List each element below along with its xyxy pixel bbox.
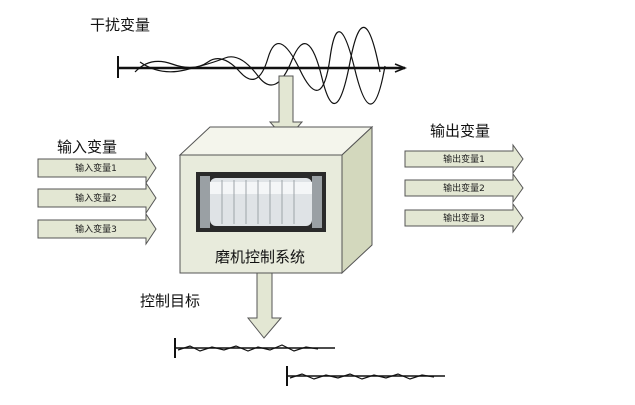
- output-arrow-2-label: 输出变量2: [443, 182, 485, 194]
- disturbance-label: 干扰变量: [90, 16, 151, 34]
- output-arrow-3-label: 输出变量3: [443, 212, 485, 224]
- input-arrow-1: 输入变量1: [37, 151, 157, 185]
- input-group-label: 输入变量: [57, 138, 118, 156]
- output-arrows: 输出变量1 输出变量2 输出变量3: [404, 143, 524, 234]
- target-signal-2: [286, 366, 445, 386]
- output-arrow-1: 输出变量1: [404, 143, 524, 175]
- system-label: 磨机控制系统: [215, 248, 305, 266]
- input-arrow-3-label: 输入变量3: [75, 223, 117, 235]
- output-arrow-3: 输出变量3: [404, 202, 524, 234]
- disturbance-signal: [117, 26, 408, 105]
- target-signal-1: [174, 338, 335, 358]
- input-arrow-2: 输入变量2: [37, 181, 157, 215]
- target-label: 控制目标: [140, 292, 201, 310]
- output-arrow-2: 输出变量2: [404, 172, 524, 204]
- mill-roller-image: [196, 172, 326, 232]
- target-down-arrow: [246, 272, 283, 339]
- input-arrow-3: 输入变量3: [37, 212, 157, 246]
- output-group-label: 输出变量: [430, 122, 491, 140]
- input-arrow-2-label: 输入变量2: [75, 192, 117, 204]
- input-arrow-1-label: 输入变量1: [75, 162, 117, 174]
- input-arrows: 输入变量1 输入变量2 输入变量3: [37, 151, 157, 246]
- output-arrow-1-label: 输出变量1: [443, 153, 485, 165]
